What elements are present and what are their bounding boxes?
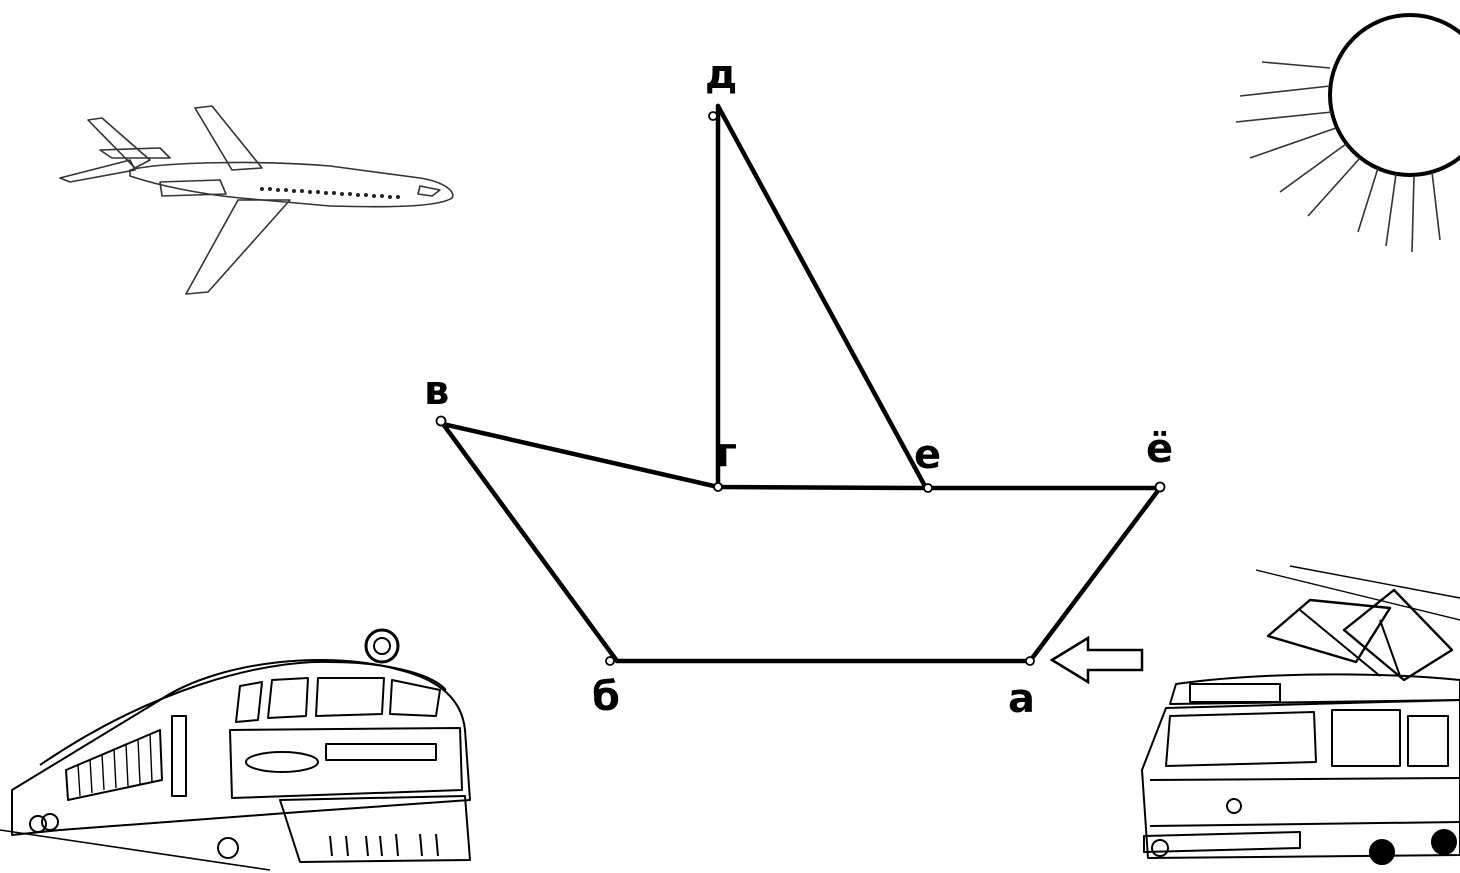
hull-line — [437, 420, 1165, 664]
label-g: г — [716, 430, 737, 476]
sun-icon — [1235, 13, 1460, 253]
dots — [435, 111, 1166, 666]
airplane-icon — [59, 105, 454, 295]
dot-b — [605, 656, 615, 666]
label-d: д — [705, 52, 737, 98]
boat-outline — [437, 103, 1165, 664]
dot-yo — [1154, 481, 1166, 493]
dot-e — [923, 483, 933, 493]
label-a: а — [1008, 676, 1035, 722]
tram-icon — [1141, 565, 1460, 865]
label-b: б — [592, 674, 620, 720]
dot-d — [708, 111, 718, 121]
point-labels: а б в г д е ё — [424, 52, 1173, 722]
dot-v — [435, 415, 447, 427]
label-yo: ё — [1146, 426, 1173, 472]
label-e: е — [914, 432, 941, 478]
sail-line — [715, 103, 929, 491]
dot-a — [1025, 656, 1035, 666]
train-icon — [0, 628, 471, 871]
label-v: в — [424, 368, 449, 414]
start-arrow-icon — [1049, 635, 1144, 685]
dot-g — [713, 482, 723, 492]
